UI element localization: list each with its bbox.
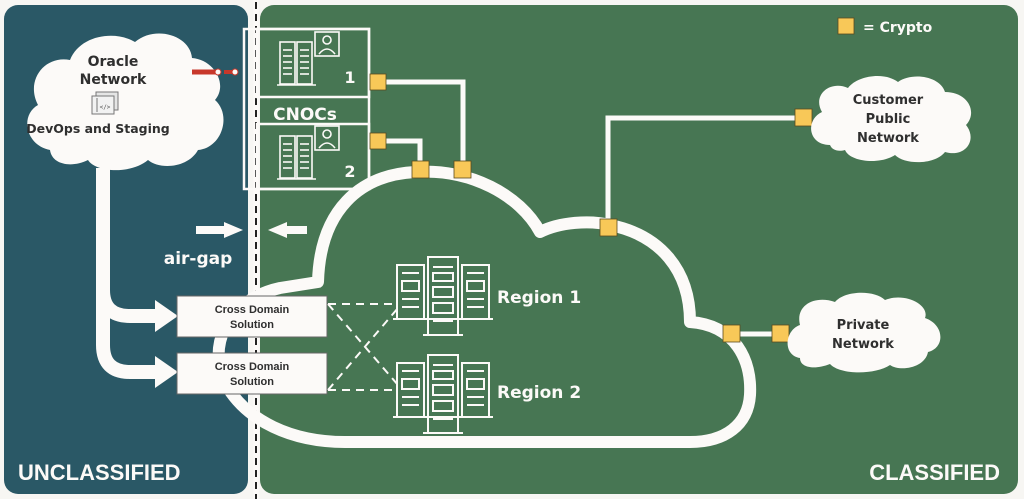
private-network-line-1: Private bbox=[837, 318, 890, 333]
customer-network-line-2: Public bbox=[866, 112, 911, 127]
arrow-head-cds-2 bbox=[155, 356, 178, 388]
customer-network-line-1: Customer bbox=[853, 93, 924, 108]
crypto-square-icon bbox=[599, 218, 618, 237]
unclassified-label: UNCLASSIFIED bbox=[18, 460, 181, 485]
crypto-square-icon bbox=[771, 324, 790, 343]
crypto-square-icon bbox=[722, 324, 741, 343]
cnoc-unit-1-number: 1 bbox=[344, 68, 355, 87]
cds-1-line-1: Cross Domain bbox=[215, 304, 290, 316]
datacenter-racks-icon bbox=[393, 256, 493, 336]
private-network-cloud: Private Network bbox=[787, 292, 941, 373]
customer-network-line-3: Network bbox=[857, 131, 919, 146]
devops-staging-label: DevOps and Staging bbox=[26, 121, 170, 136]
oracle-network-title-2: Network bbox=[80, 72, 147, 88]
private-network-line-2: Network bbox=[832, 337, 894, 352]
datacenter-racks-icon bbox=[393, 354, 493, 434]
oracle-to-cnoc-link bbox=[192, 68, 239, 76]
devops-to-cds-arrows bbox=[96, 168, 160, 379]
cnoc-unit-2-number: 2 bbox=[344, 162, 355, 181]
crypto-square-icon bbox=[794, 108, 813, 127]
cnocs-label: CNOCs bbox=[273, 105, 337, 125]
server-operator-icon bbox=[277, 125, 340, 180]
server-operator-icon bbox=[277, 31, 340, 86]
devops-code-window-icon: </> bbox=[91, 91, 119, 115]
cnoc-block bbox=[242, 27, 371, 191]
crypto-modules bbox=[369, 73, 813, 343]
classified-label: CLASSIFIED bbox=[869, 460, 1000, 485]
crypto-square-icon bbox=[453, 160, 472, 179]
air-gap-arrows bbox=[196, 222, 307, 238]
svg-text:</>: </> bbox=[100, 104, 111, 111]
crypto-square-icon bbox=[369, 73, 387, 91]
cross-domain-solution-1: Cross Domain Solution bbox=[176, 295, 328, 338]
legend-crypto-label: = Crypto bbox=[863, 20, 933, 36]
cds-2-line-2: Solution bbox=[230, 376, 274, 388]
cds-2-line-1: Cross Domain bbox=[215, 361, 290, 373]
arrow-head-cds-1 bbox=[155, 300, 178, 332]
crypto-square-icon bbox=[837, 17, 855, 35]
cds-1-line-2: Solution bbox=[230, 319, 274, 331]
oracle-network-cloud: Oracle Network </> DevOps and Staging bbox=[26, 33, 224, 171]
air-gap-label: air-gap bbox=[164, 249, 233, 269]
oracle-network-title-1: Oracle bbox=[88, 54, 139, 70]
crypto-square-icon bbox=[369, 132, 387, 150]
customer-public-network-cloud: Customer Public Network bbox=[811, 76, 972, 163]
crypto-square-icon bbox=[411, 160, 430, 179]
cds-region-dashed-links bbox=[327, 303, 399, 391]
cross-domain-solution-2: Cross Domain Solution bbox=[176, 352, 328, 395]
region-1-label: Region 1 bbox=[497, 288, 581, 308]
region-2-label: Region 2 bbox=[497, 383, 581, 403]
